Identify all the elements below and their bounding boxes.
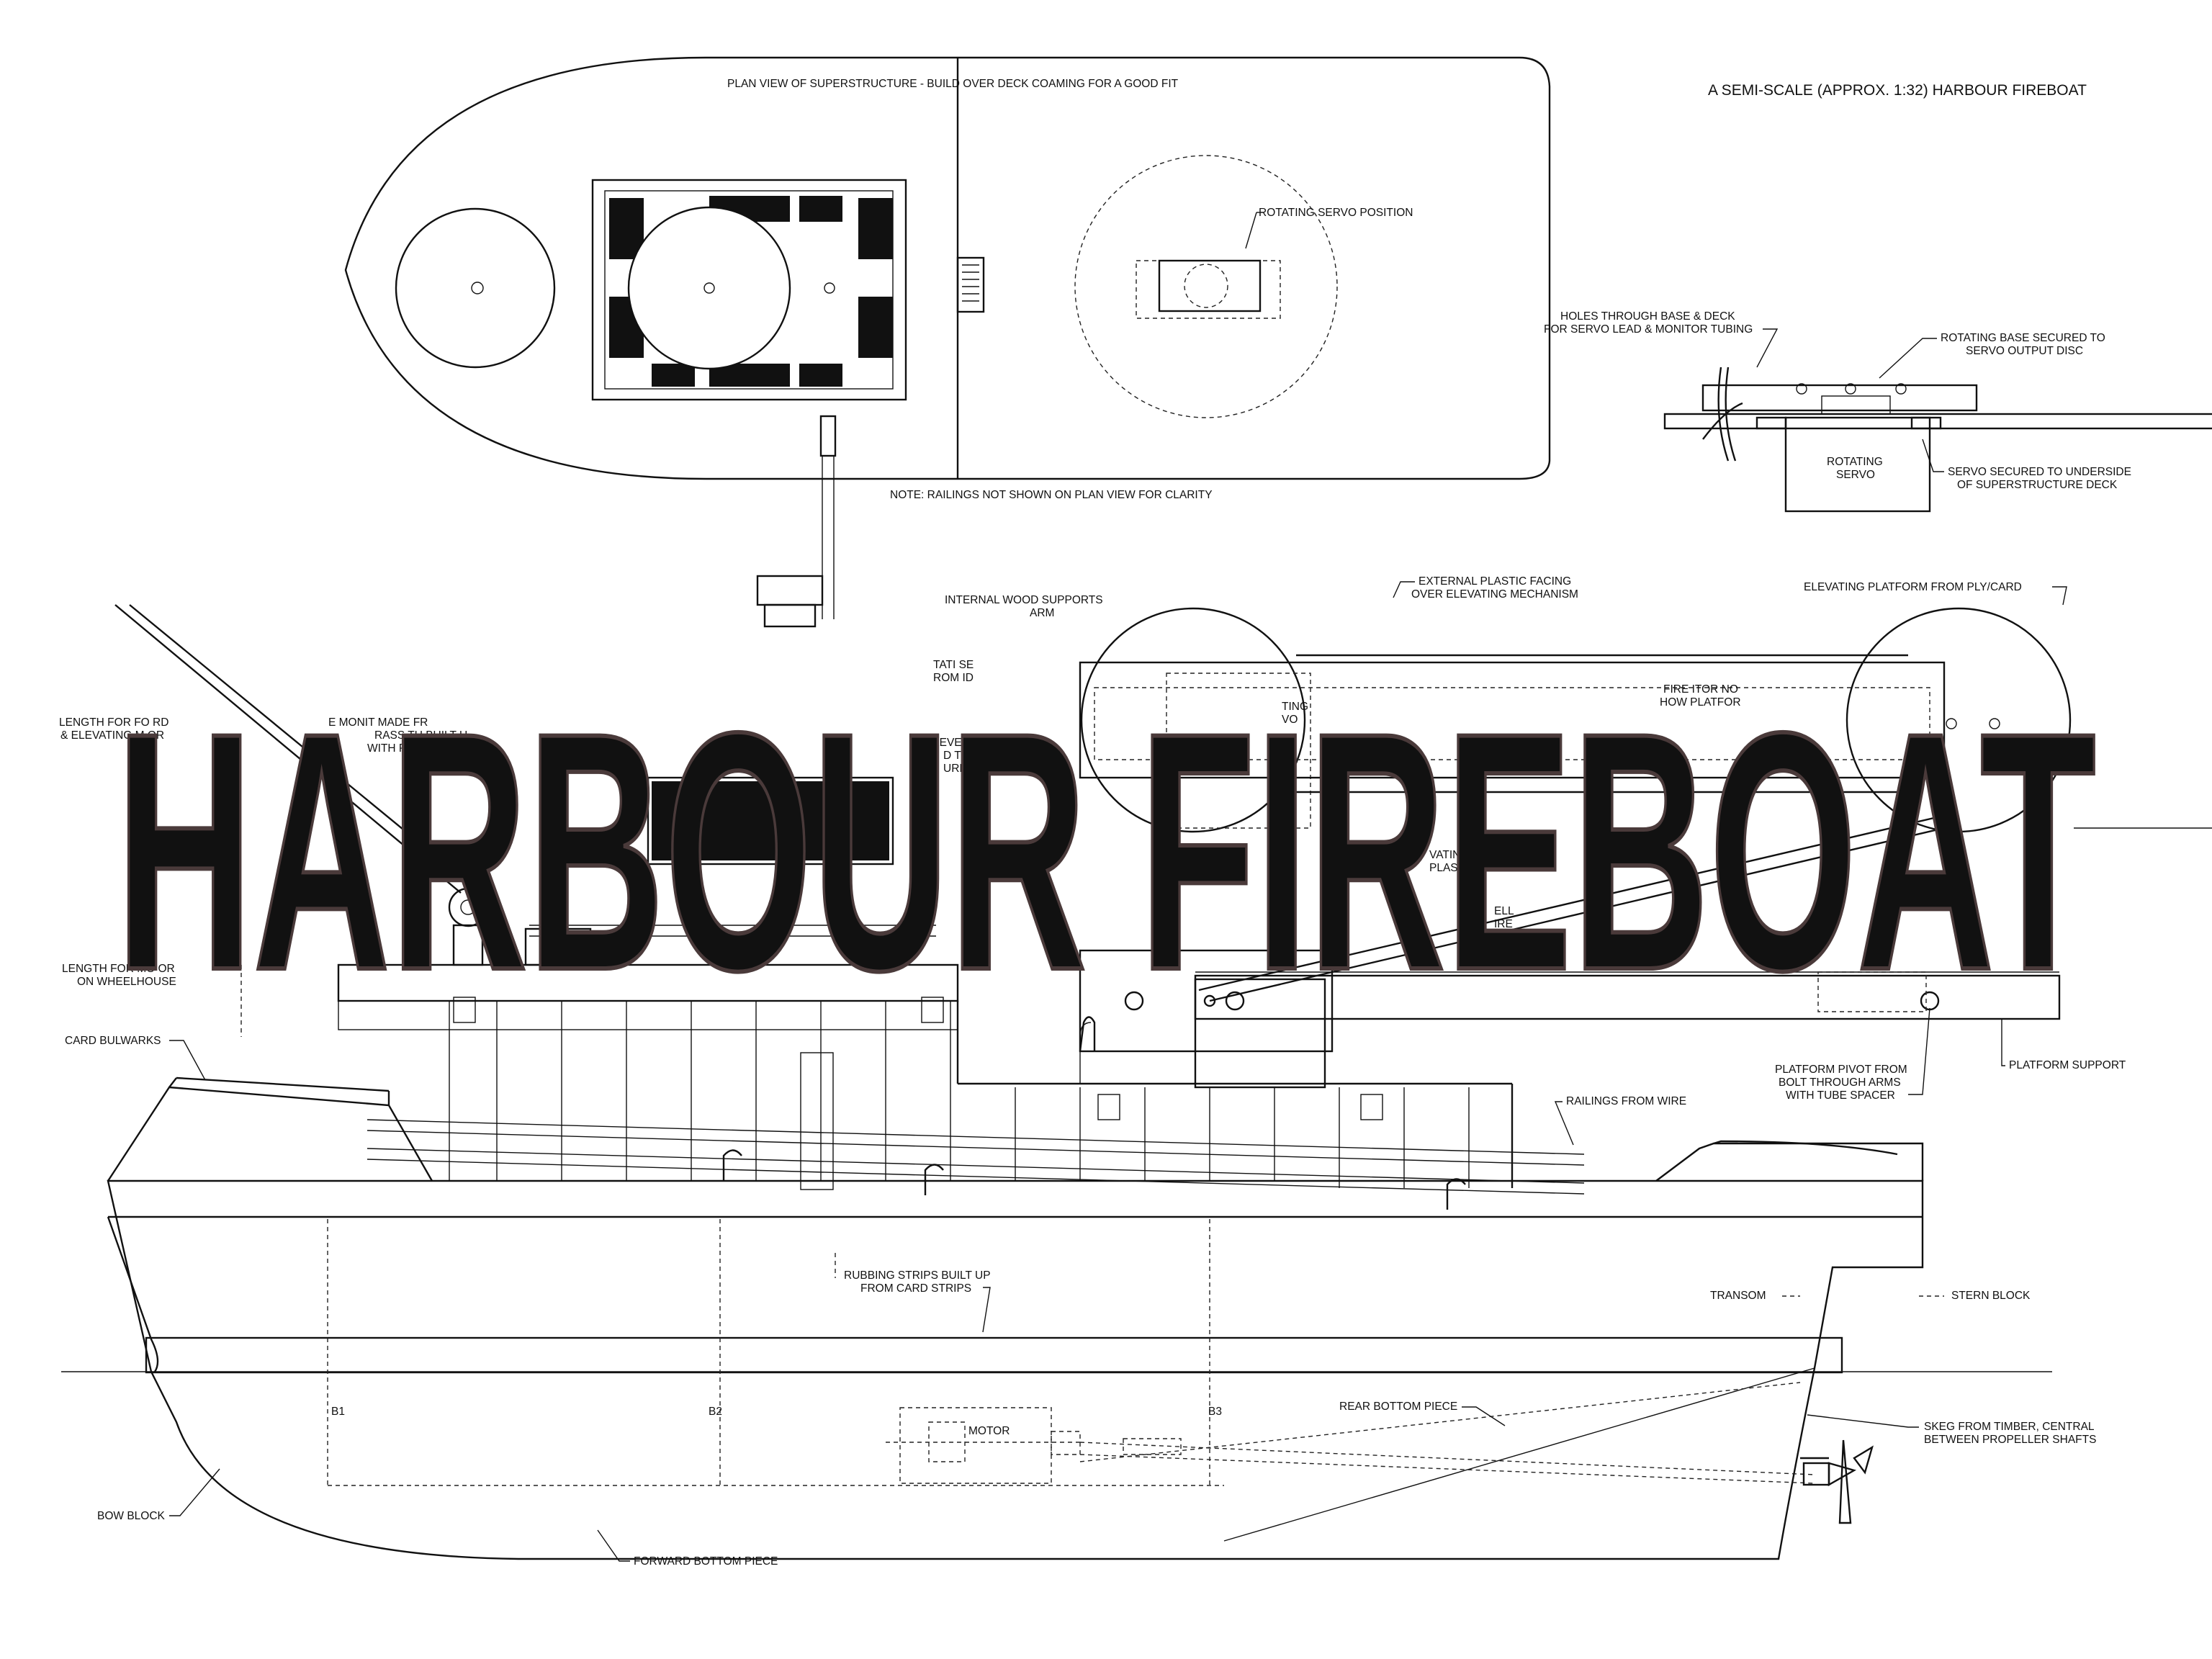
banner-title: HARBOUR FIREBOAT [116,662,2096,1040]
label-internal-wood-2: ARM [1030,607,1054,619]
label-elevating-arms-3: ELL [1494,905,1514,917]
label-internal-wood-1: INTERNAL WOOD SUPPORTS [945,594,1103,606]
label-length-forward-1: LENGTH FOR FO RD [59,716,168,729]
label-motor: MOTOR [968,1425,1010,1437]
label-rotating-servo-position: ROTATING SERVO POSITION [1259,207,1413,219]
label-rotating-base-1: ROTATING BASE SECURED TO [1941,332,2105,344]
label-length-wheelhouse-2: ON WHEELHOUSE [77,976,176,988]
label-railings-wire: RAILINGS FROM WIRE [1566,1095,1686,1107]
label-transom: TRANSOM [1710,1290,1766,1302]
label-platform-support: PLATFORM SUPPORT [2009,1059,2126,1071]
label-holes-1: HOLES THROUGH BASE & DECK [1560,310,1735,323]
label-holes-2: FOR SERVO LEAD & MONITOR TUBING [1544,323,1753,336]
label-skeg-1: SKEG FROM TIMBER, CENTRAL [1924,1421,2095,1433]
label-elevating-arm-3: URE [943,763,967,775]
label-servo-secured-2: OF SUPERSTRUCTURE DECK [1957,479,2118,491]
label-b3: B3 [1208,1406,1222,1418]
label-length-wheelhouse-1: LENGTH FOR MO OR [62,963,175,975]
label-elevating-arm-2: D TO [943,750,969,762]
label-elevating-arm-1: LEVE ARM [933,737,989,749]
label-rotating-servo-2: SERVO [1836,469,1875,481]
label-bow-block: BOW BLOCK [97,1510,166,1522]
label-platform-pivot-2: BOLT THROUGH ARMS [1779,1076,1901,1089]
label-monitor-made-3: WITH PL C TUBE [367,742,456,755]
label-rubbing-1: RUBBING STRIPS BUILT UP [844,1269,991,1282]
label-elevating-servo-1: TING [1282,701,1308,713]
label-forward-bottom: FORWARD BOTTOM PIECE [634,1555,778,1568]
label-card-bulwarks: CARD BULWARKS [65,1035,161,1047]
label-rear-bottom: REAR BOTTOM PIECE [1339,1401,1457,1413]
label-elevating-servo-2: VO [1282,714,1298,726]
label-fire-monitor-1: FIRE ITOR NO [1663,683,1738,696]
label-platform-pivot-3: WITH TUBE SPACER [1786,1089,1895,1102]
label-stern-block: STERN BLOCK [1951,1290,2031,1302]
label-rotating-base-1: TATI SE [933,659,974,671]
label-rotating-base-2: ROM ID [933,672,974,684]
label-external-plastic-2: OVER ELEVATING MECHANISM [1411,588,1578,601]
label-monitor-made-2: RASS TU BUILT U [374,729,467,742]
label-length-forward-2: & ELEVATING M OR [60,729,164,742]
label-elevating-platform: ELEVATING PLATFORM FROM PLY/CARD [1804,581,2022,593]
label-elevating-arms-2: PLASTIC STRIP MILAR [1429,862,1549,874]
plan-view-title: PLAN VIEW OF SUPERSTRUCTURE - BUILD OVER… [727,78,1179,90]
label-monitor-made-1: E MONIT MADE FR [328,716,428,729]
label-fire-monitor-2: HOW PLATFOR [1660,696,1741,709]
label-b2: B2 [709,1406,722,1418]
label-skeg-2: BETWEEN PROPELLER SHAFTS [1924,1434,2096,1446]
label-elevating-arms-1: VATING ARMS FI SECTI [1429,849,1553,861]
plan-view [344,56,1551,619]
label-platform-pivot-1: PLATFORM PIVOT FROM [1775,1064,1907,1076]
label-b1: B1 [331,1406,345,1418]
side-elevation [61,575,2212,1560]
label-rotating-base-2: SERVO OUTPUT DISC [1966,345,2083,357]
label-rotating-servo-1: ROTATING [1827,456,1883,468]
label-external-plastic-1: EXTERNAL PLASTIC FACING [1419,575,1571,588]
label-rubbing-2: FROM CARD STRIPS [860,1282,971,1295]
label-elevating-arms-4: IRE [1494,918,1513,930]
sheet-title: A SEMI-SCALE (APPROX. 1:32) HARBOUR FIRE… [1708,82,2087,99]
label-servo-secured-1: SERVO SECURED TO UNDERSIDE [1948,466,2131,478]
servo-detail: HOLES THROUGH BASE & DECK FOR SERVO LEAD… [1544,310,2212,513]
plan-note: NOTE: RAILINGS NOT SHOWN ON PLAN VIEW FO… [890,489,1213,501]
